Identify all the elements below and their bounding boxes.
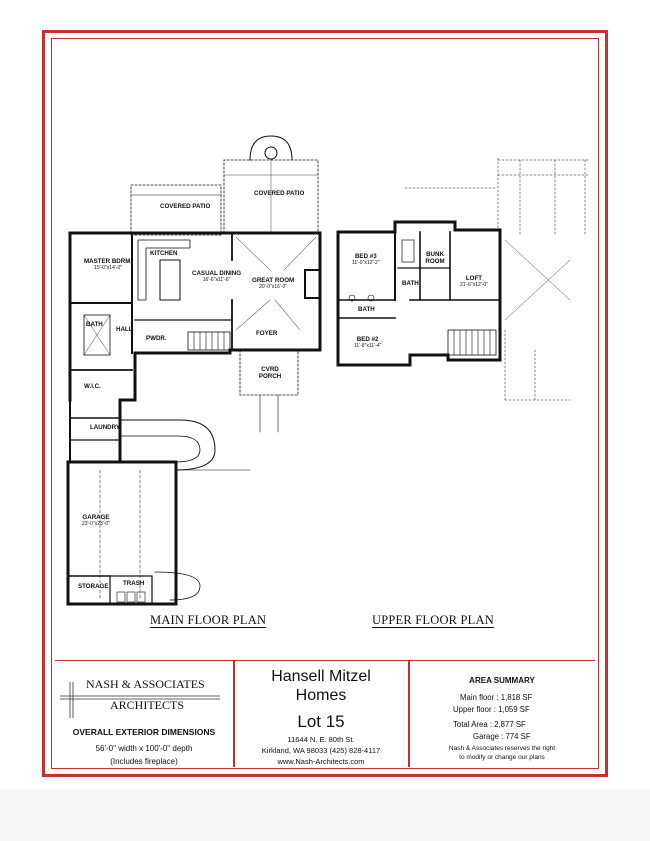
room-label-bath: BATH (86, 321, 103, 328)
firm-name-line2: ARCHITECTS (110, 698, 185, 712)
room-label-bunk-room: BUNK ROOM (425, 251, 445, 265)
firm-name-line1: NASH & ASSOCIATES (86, 677, 205, 691)
room-label-hall: HALL (116, 326, 133, 333)
address-line1: 11644 N. E. 80th St. (287, 735, 355, 744)
front-porch-outline (239, 349, 299, 396)
room-label-storage: STORAGE (78, 583, 109, 590)
bay-window-circle (264, 146, 278, 160)
main-stairs (187, 331, 231, 351)
area-upper-floor: Upper floor : 1,059 SF (453, 705, 530, 714)
room-label-upper-bath-1: BATH (402, 280, 419, 287)
area-total: Total Area : 2,877 SF (453, 720, 526, 729)
room-label-upper-bath-2: BATH (358, 306, 375, 313)
disclaimer-line1: Nash & Associates reserves the right (448, 745, 556, 752)
room-label-pwdr: PWDR. (146, 335, 167, 342)
title-block (55, 660, 595, 767)
room-label-master-bdrm: MASTER BDRM.15'-0"x14'-0" (84, 258, 133, 271)
room-label-trash: TRASH (123, 580, 145, 587)
overall-dimensions-value: 56'-0" width x 100'-0" depth (95, 744, 193, 753)
upper-house-wall (336, 220, 502, 367)
kitchen-counter (137, 239, 191, 301)
builder-name-line1: Hansell Mitzel (271, 668, 371, 685)
room-label-wic: W.I.C. (84, 383, 101, 390)
area-main-floor: Main floor : 1,818 SF (460, 693, 533, 702)
plan-sheet (0, 0, 650, 790)
room-label-laundry: LAUNDRY (90, 424, 121, 431)
upper-floor-plan-title: UPPER FLOOR PLAN (372, 613, 494, 627)
upper-floor-plan (336, 157, 591, 401)
disclaimer-line2: to modify or change our plans (459, 754, 545, 761)
fireplace (304, 269, 321, 299)
title-block-divider-1 (233, 661, 235, 767)
main-floor-plan-title: MAIN FLOOR PLAN (150, 613, 267, 627)
trash-room (109, 575, 153, 605)
floor-plans-drawing (66, 135, 591, 606)
builder-name-line2: Homes (295, 687, 347, 704)
patio-bay (249, 135, 293, 161)
room-label-cvrd-porch: CVRD PORCH (258, 366, 282, 380)
page-margin (0, 790, 650, 841)
room-label-foyer: FOYER (256, 330, 278, 337)
website-link[interactable]: www.Nash-Architects.com (277, 757, 365, 766)
area-garage: Garage : 774 SF (473, 732, 531, 741)
overall-dimensions-label: OVERALL EXTERIOR DIMENSIONS (72, 727, 216, 737)
lot-number: Lot 15 (297, 712, 345, 731)
inner-border (51, 38, 599, 769)
driveway-curve-1 (121, 419, 216, 471)
room-label-kitchen: KITCHEN (150, 250, 178, 257)
room-label-covered-patio: COVERED PATIO (160, 203, 211, 210)
driveway-curve-2 (154, 571, 201, 601)
master-bath-shower (83, 314, 111, 356)
firm-logo-lines (60, 682, 220, 718)
area-summary-title: AREA SUMMARY (469, 676, 535, 685)
address-line2: Kirkland, WA 98033 (425) 828-4117 (261, 746, 381, 755)
title-block-divider-2 (408, 661, 410, 767)
overall-dimensions-note: (Includes fireplace) (110, 757, 178, 766)
kitchen-island (159, 259, 181, 301)
main-floor-plan (66, 135, 322, 606)
outer-border (42, 30, 608, 777)
rear-patio-outline (130, 184, 222, 236)
room-label-covered-patio-2: COVERED PATIO (254, 190, 305, 197)
